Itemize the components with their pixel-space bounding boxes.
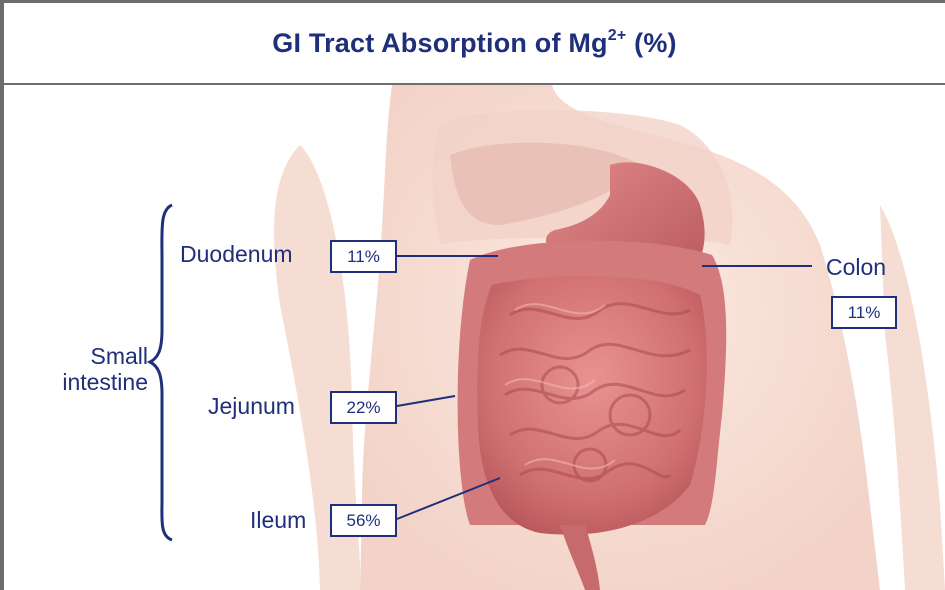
duodenum-value-box: 11%	[330, 240, 397, 273]
duodenum-label: Duodenum	[180, 241, 293, 267]
title-suffix: (%)	[626, 28, 676, 58]
jejunum-label: Jejunum	[208, 393, 295, 419]
small-intestine-label: Small intestine	[20, 343, 148, 395]
colon-value-box: 11%	[831, 296, 897, 329]
colon-label: Colon	[826, 254, 886, 280]
ileum-label: Ileum	[250, 507, 306, 533]
title-bar: GI Tract Absorption of Mg2+ (%)	[4, 3, 945, 85]
anatomy-illustration	[0, 85, 945, 590]
right-arm-shape	[880, 205, 945, 590]
jejunum-value-box: 22%	[330, 391, 397, 424]
title-text: GI Tract Absorption of Mg	[272, 28, 608, 58]
figure-title: GI Tract Absorption of Mg2+ (%)	[272, 27, 676, 59]
small-intestine-label-line1: Small	[20, 343, 148, 369]
small-intestine-label-line2: intestine	[20, 369, 148, 395]
ileum-value-box: 56%	[330, 504, 397, 537]
title-superscript: 2+	[608, 27, 627, 44]
